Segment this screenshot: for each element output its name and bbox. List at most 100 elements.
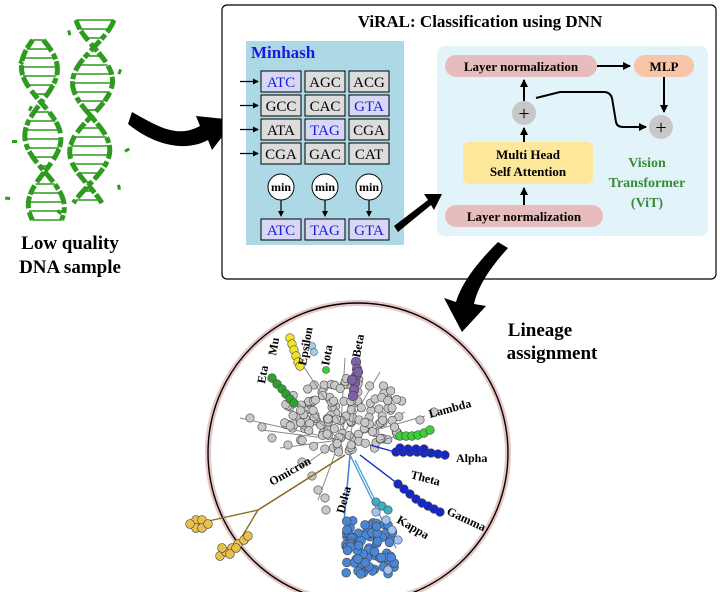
tree-leaf [334, 447, 344, 457]
tree-leaf [296, 418, 306, 428]
tree-leaf [296, 405, 306, 415]
mlp-block [634, 55, 694, 77]
dna-fragment [67, 30, 72, 36]
kmer-label: ATA [267, 123, 295, 139]
tree-leaf [435, 507, 445, 517]
tree-leaf [360, 520, 370, 530]
tree-leaf [203, 519, 213, 529]
kmer-label: CGA [353, 123, 385, 139]
kmer-label: AGC [309, 75, 341, 91]
tree-leaf [346, 440, 356, 450]
tree-leaf [341, 568, 351, 578]
tree-leaf [344, 431, 354, 441]
layer-norm-bottom [445, 205, 603, 227]
kmer-cell [260, 94, 302, 117]
tree-leaf [342, 525, 352, 535]
lineage-label-line2: assignment [507, 343, 598, 364]
tree-leaf [356, 569, 366, 579]
vit-panel [437, 46, 708, 236]
tree-leaf [217, 543, 227, 553]
kmer-cell [260, 70, 302, 93]
layer-norm-bottom-label: Layer normalization [467, 209, 582, 224]
tree-leaf [342, 545, 353, 556]
dna-fragment [27, 105, 33, 112]
dna-fragment [5, 196, 11, 200]
tree-leaf [372, 536, 383, 547]
tree-leaf [310, 395, 320, 405]
tree-leaf [322, 366, 330, 374]
tree-leaf [384, 537, 395, 548]
tree-branch [359, 454, 399, 485]
tree-leaf [393, 535, 403, 545]
clade-label-omicron: Omicron [267, 453, 314, 488]
tree-leaf [285, 421, 295, 431]
tree-branch [301, 363, 346, 431]
tree-leaf [419, 444, 429, 454]
tree-leaf [243, 531, 253, 541]
kmer-label: GCC [266, 99, 297, 115]
kmer-label: TAG [310, 123, 340, 139]
minhash-result-label: ATC [267, 223, 295, 239]
tree-leaf [356, 403, 366, 413]
tree-branch [257, 454, 346, 511]
tree-leaf [267, 433, 277, 443]
dna-helix-illustration [5, 19, 131, 222]
input-label-line2: DNA sample [19, 257, 121, 278]
tree-leaf [360, 438, 370, 448]
tree-leaf [245, 413, 255, 423]
dna-strand [67, 19, 115, 205]
tree-leaf [399, 484, 409, 494]
arrow-minhash-to-vit [394, 194, 442, 232]
tree-leaf [425, 425, 435, 435]
tree-leaf [304, 426, 314, 436]
tree-leaf [303, 384, 313, 394]
residual-add-2 [649, 115, 673, 139]
kmer-label: ATC [267, 75, 295, 91]
tree-leaf [386, 552, 396, 563]
tree-leaf [352, 366, 364, 378]
min-operator-label: min [271, 180, 291, 194]
clade-label-alpha: Alpha [456, 451, 487, 465]
tree-leaf [309, 441, 319, 451]
dna-strand [69, 19, 117, 205]
tree-leaf [310, 348, 318, 356]
attention-label-line1: Multi Head [496, 147, 561, 162]
tree-leaf [231, 543, 241, 553]
clade-label-delta: Delta [333, 485, 354, 515]
minhash-result-cell [260, 218, 302, 241]
kmer-label: ACG [353, 75, 385, 91]
kmer-label: CAC [310, 99, 341, 115]
tree-leaf [320, 493, 330, 503]
kmer-cell [348, 118, 390, 141]
dna-fragment [117, 184, 121, 191]
tree-leaf [342, 516, 352, 526]
clade-label-beta: Beta [349, 333, 367, 358]
tree-leaf [390, 422, 400, 432]
arrow-viral-to-lineage [444, 242, 508, 332]
tree-leaf [368, 427, 378, 437]
vit-label-line1: Vision [628, 156, 666, 171]
tree-leaf [295, 361, 305, 371]
tree-leaf [329, 396, 339, 406]
tree-leaf [393, 479, 403, 489]
tree-leaf [313, 485, 323, 495]
dna-strand [22, 38, 67, 221]
tree-leaf [288, 410, 298, 420]
tree-leaf [185, 519, 195, 529]
tree-leaf [353, 554, 363, 564]
clade-label-eta: Eta [254, 364, 271, 384]
minhash-title: Minhash [251, 43, 316, 62]
tree-leaf [383, 505, 393, 515]
input-label-line1: Low quality [21, 233, 119, 254]
kmer-label: GAC [309, 147, 341, 163]
tree-branch [349, 399, 357, 441]
tree-leaf [376, 552, 386, 563]
attention-label-line2: Self Attention [490, 164, 567, 179]
tree-leaf [371, 507, 381, 517]
tree-leaf [381, 515, 391, 525]
tree-leaf [257, 422, 267, 432]
dna-fragment [124, 147, 131, 153]
tree-leaf [321, 505, 331, 515]
dna-fragment [12, 140, 17, 143]
